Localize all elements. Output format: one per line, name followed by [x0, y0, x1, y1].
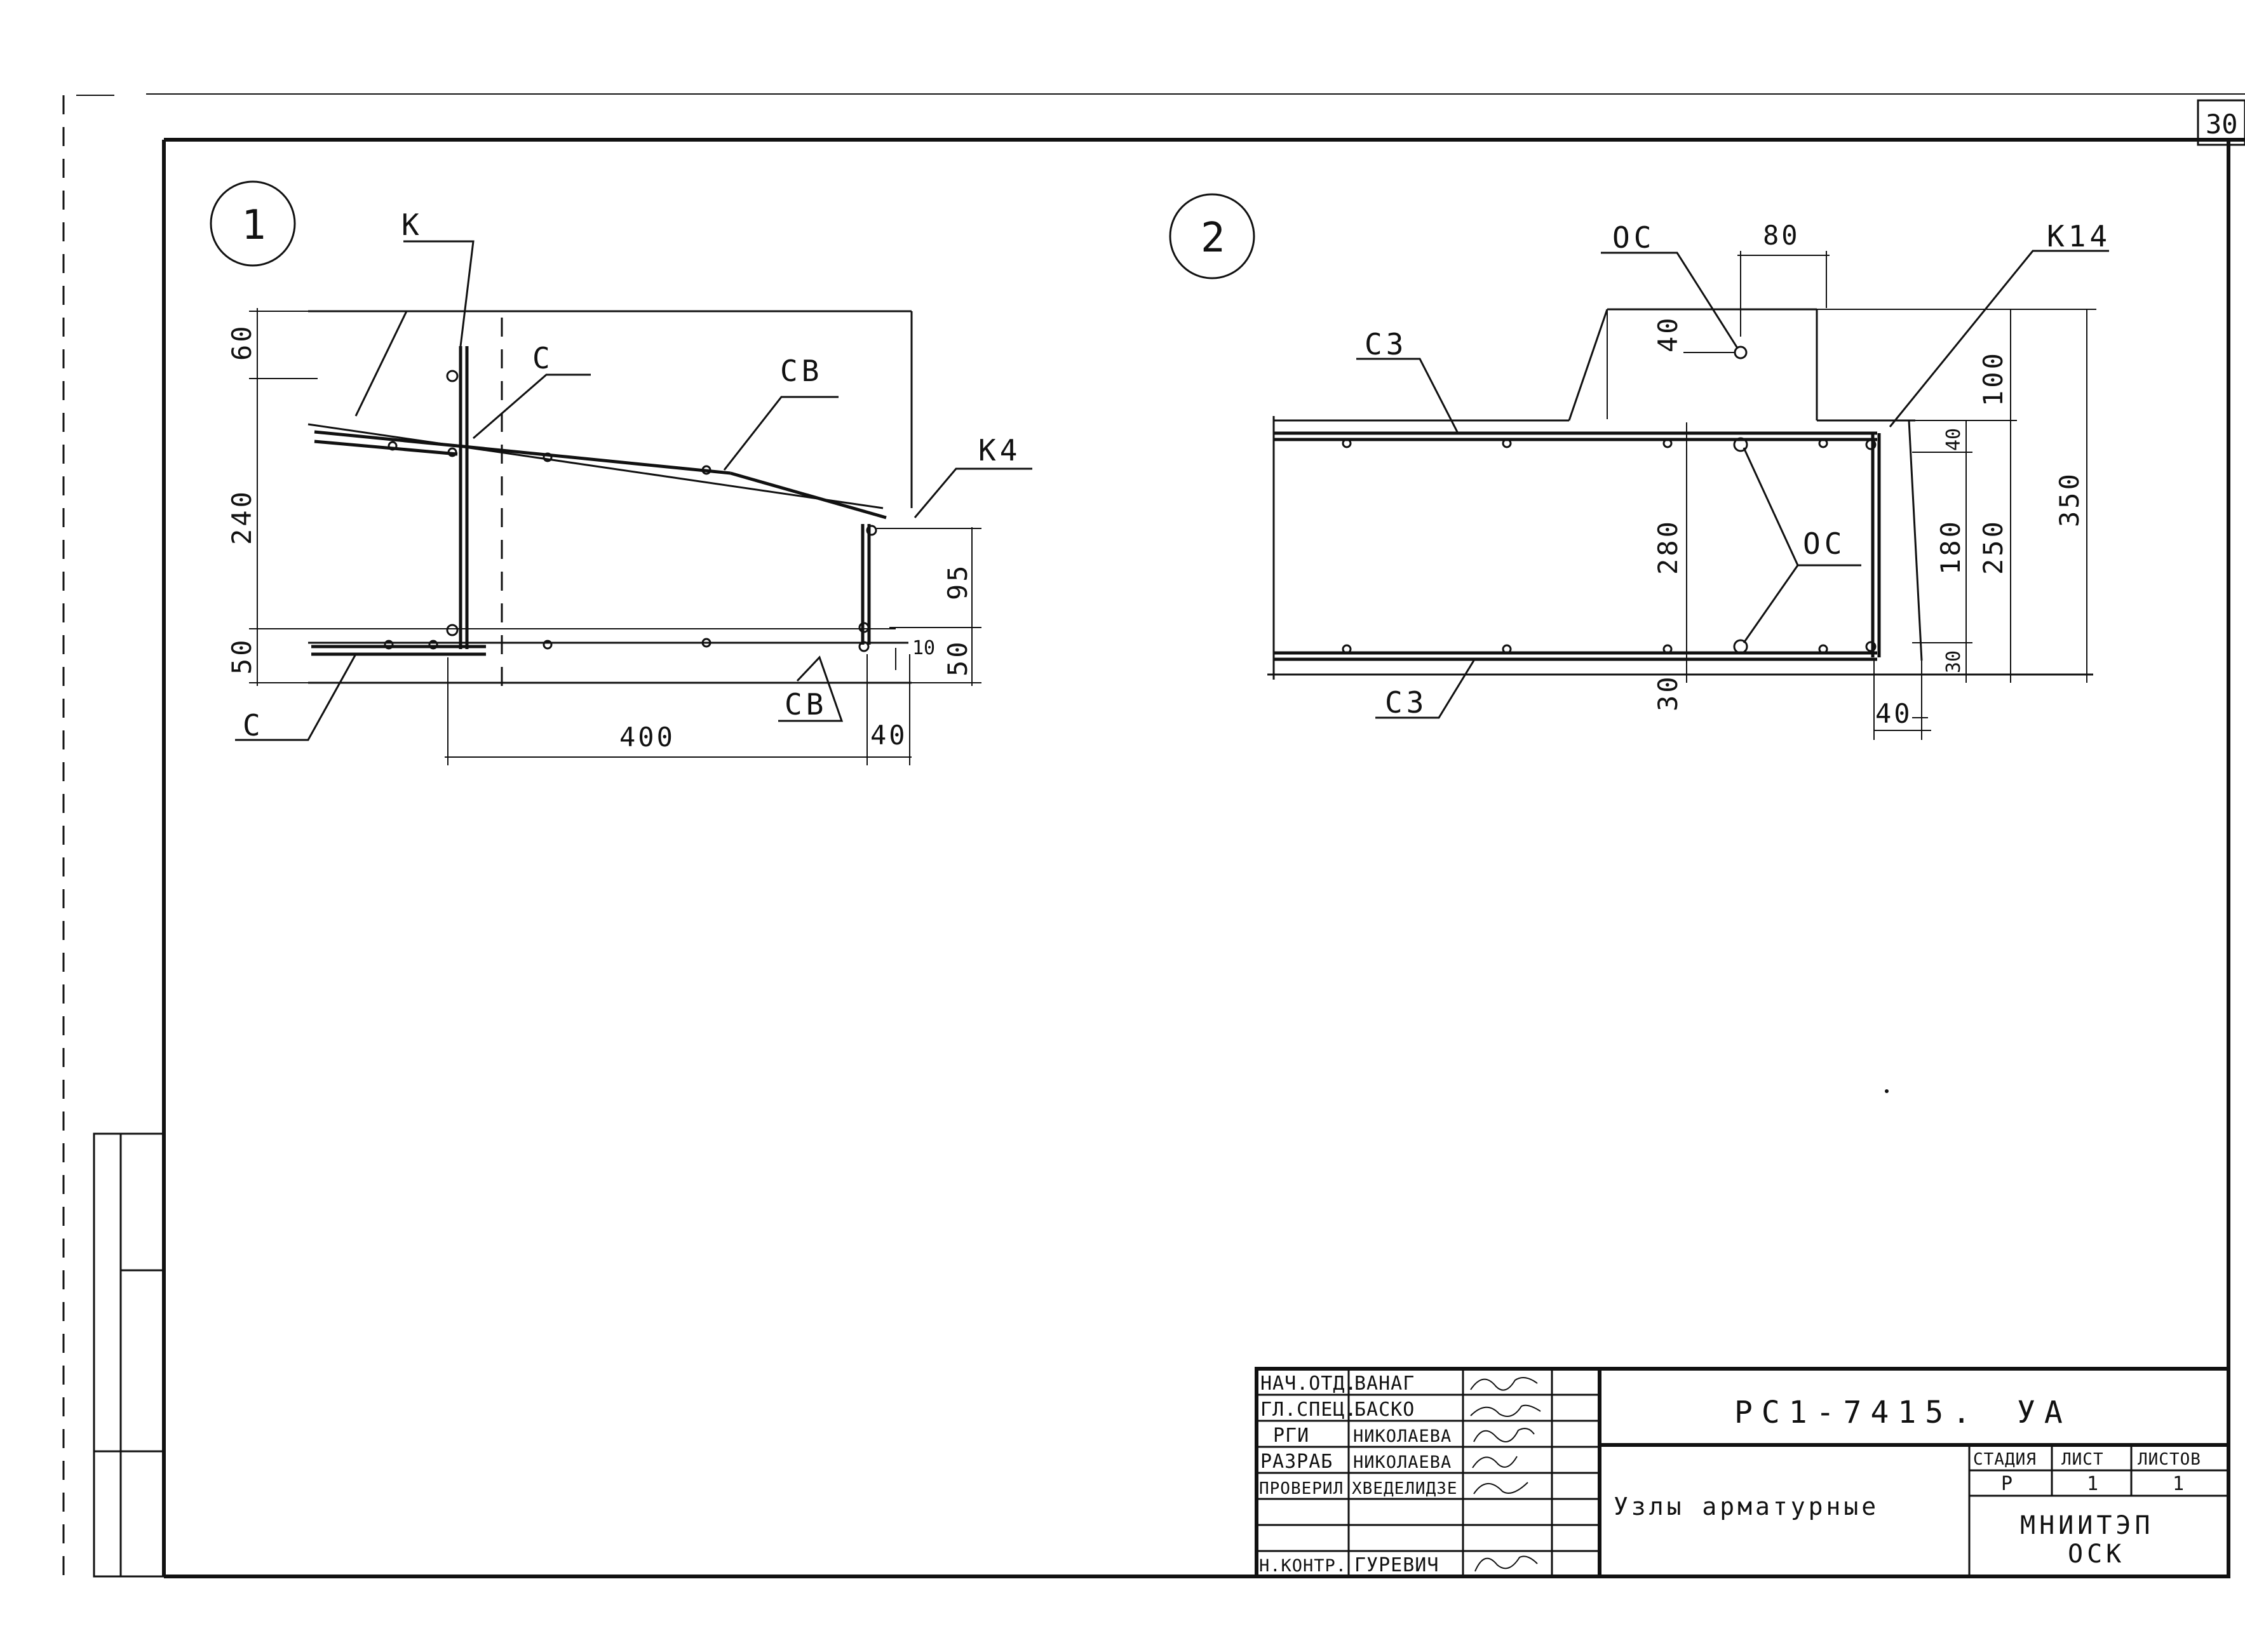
node-1-label-cb-bottom: СВ — [785, 687, 827, 722]
tb-role-1: ГЛ.СПЕЦ. — [1260, 1399, 1358, 1421]
sheet-number: 30 — [2206, 109, 2238, 140]
node-2-dim-40-bottom: 40 — [1875, 698, 1913, 729]
tb-name-2: НИКОЛАЕВА — [1353, 1427, 1452, 1446]
tb-stage-header: СТАДИЯ — [1973, 1450, 2037, 1469]
tb-sheet-header: ЛИСТ — [2061, 1450, 2104, 1469]
tb-role-3: РАЗРАБ — [1260, 1451, 1333, 1473]
tb-document-suffix: УА — [2017, 1395, 2072, 1430]
node-1-label-c-top: С — [532, 341, 554, 375]
tb-name-0: ВАНАГ — [1354, 1373, 1415, 1395]
node-2-dim-100: 100 — [1978, 351, 2009, 406]
node-1-dim-240: 240 — [226, 489, 257, 545]
tb-name-7: ГУРЕВИЧ — [1354, 1554, 1439, 1576]
node-1-dim-40: 40 — [870, 720, 908, 751]
node-1-label-k4: К4 — [978, 433, 1021, 467]
node-2-label-c3-bottom: С3 — [1385, 685, 1427, 720]
node-1-dim-50-left: 50 — [226, 637, 257, 675]
tb-title: Узлы арматурные — [1614, 1493, 1879, 1521]
node-2-number: 2 — [1201, 215, 1225, 262]
tb-document-code: РС1-7415. — [1734, 1395, 1979, 1430]
node-1-label-cb-top: СВ — [780, 354, 823, 388]
node-1-dim-10: 10 — [912, 637, 935, 659]
sheet-number-box: 30 — [2197, 99, 2245, 146]
tb-name-4: ХВЕДЕЛИДЗЕ — [1352, 1479, 1458, 1498]
node-2-dim-350: 350 — [2054, 471, 2085, 527]
node-2-dim-30-right: 30 — [1943, 650, 1965, 673]
tb-sheets: 1 — [2173, 1473, 2185, 1495]
node-1-dim-95: 95 — [942, 563, 973, 600]
node-2-dim-40-mid: 40 — [1943, 428, 1965, 451]
node-1-dim-400: 400 — [619, 722, 675, 753]
node-2-dim-40-top: 40 — [1652, 315, 1683, 353]
node-2-label-c3-top: С3 — [1365, 327, 1407, 361]
tb-role-4: ПРОВЕРИЛ — [1259, 1479, 1344, 1498]
tb-sheet: 1 — [2087, 1473, 2099, 1495]
sheet-frame — [62, 93, 2245, 1578]
tb-role-7: Н.КОНТР. — [1259, 1556, 1347, 1576]
tb-role-0: НАЧ.ОТД. — [1260, 1373, 1358, 1395]
node-1-label-c-bottom: С — [243, 708, 264, 742]
node-2-dim-30-bottom: 30 — [1652, 674, 1683, 711]
node-1-number: 1 — [241, 202, 266, 249]
tb-stage: Р — [2001, 1473, 2013, 1495]
tb-sheets-header: ЛИСТОВ — [2138, 1450, 2201, 1469]
node-1-drawing: 1 — [210, 180, 1032, 765]
tb-department: ОСК — [2068, 1540, 2125, 1569]
node-2-label-k14: К14 — [2047, 219, 2111, 253]
node-1-dim-50-right: 50 — [942, 639, 973, 676]
tb-role-2: РГИ — [1273, 1425, 1309, 1447]
tb-organization: МНИИТЭП — [2020, 1511, 2154, 1540]
node-2-dim-80: 80 — [1763, 220, 1800, 251]
node-2-label-oc-top: ОС — [1612, 220, 1655, 255]
node-2-dim-180: 180 — [1935, 519, 1966, 575]
stray-dot — [1885, 1089, 1889, 1093]
node-2-label-oc-mid: ОС — [1803, 527, 1845, 561]
node-2-dim-280: 280 — [1652, 519, 1683, 575]
title-block: НАЧ.ОТД. ГЛ.СПЕЦ. РГИ РАЗРАБ ПРОВЕРИЛ Н.… — [1255, 1367, 2230, 1578]
node-2-dim-250: 250 — [1978, 519, 2009, 575]
tb-name-1: БАСКО — [1354, 1399, 1415, 1421]
node-1-dim-60: 60 — [226, 323, 257, 361]
tb-name-3: НИКОЛАЕВА — [1353, 1453, 1452, 1472]
signatures — [1470, 1377, 1541, 1572]
node-1-label-k: К — [401, 208, 423, 242]
node-2-drawing: 2 — [1169, 193, 2111, 740]
